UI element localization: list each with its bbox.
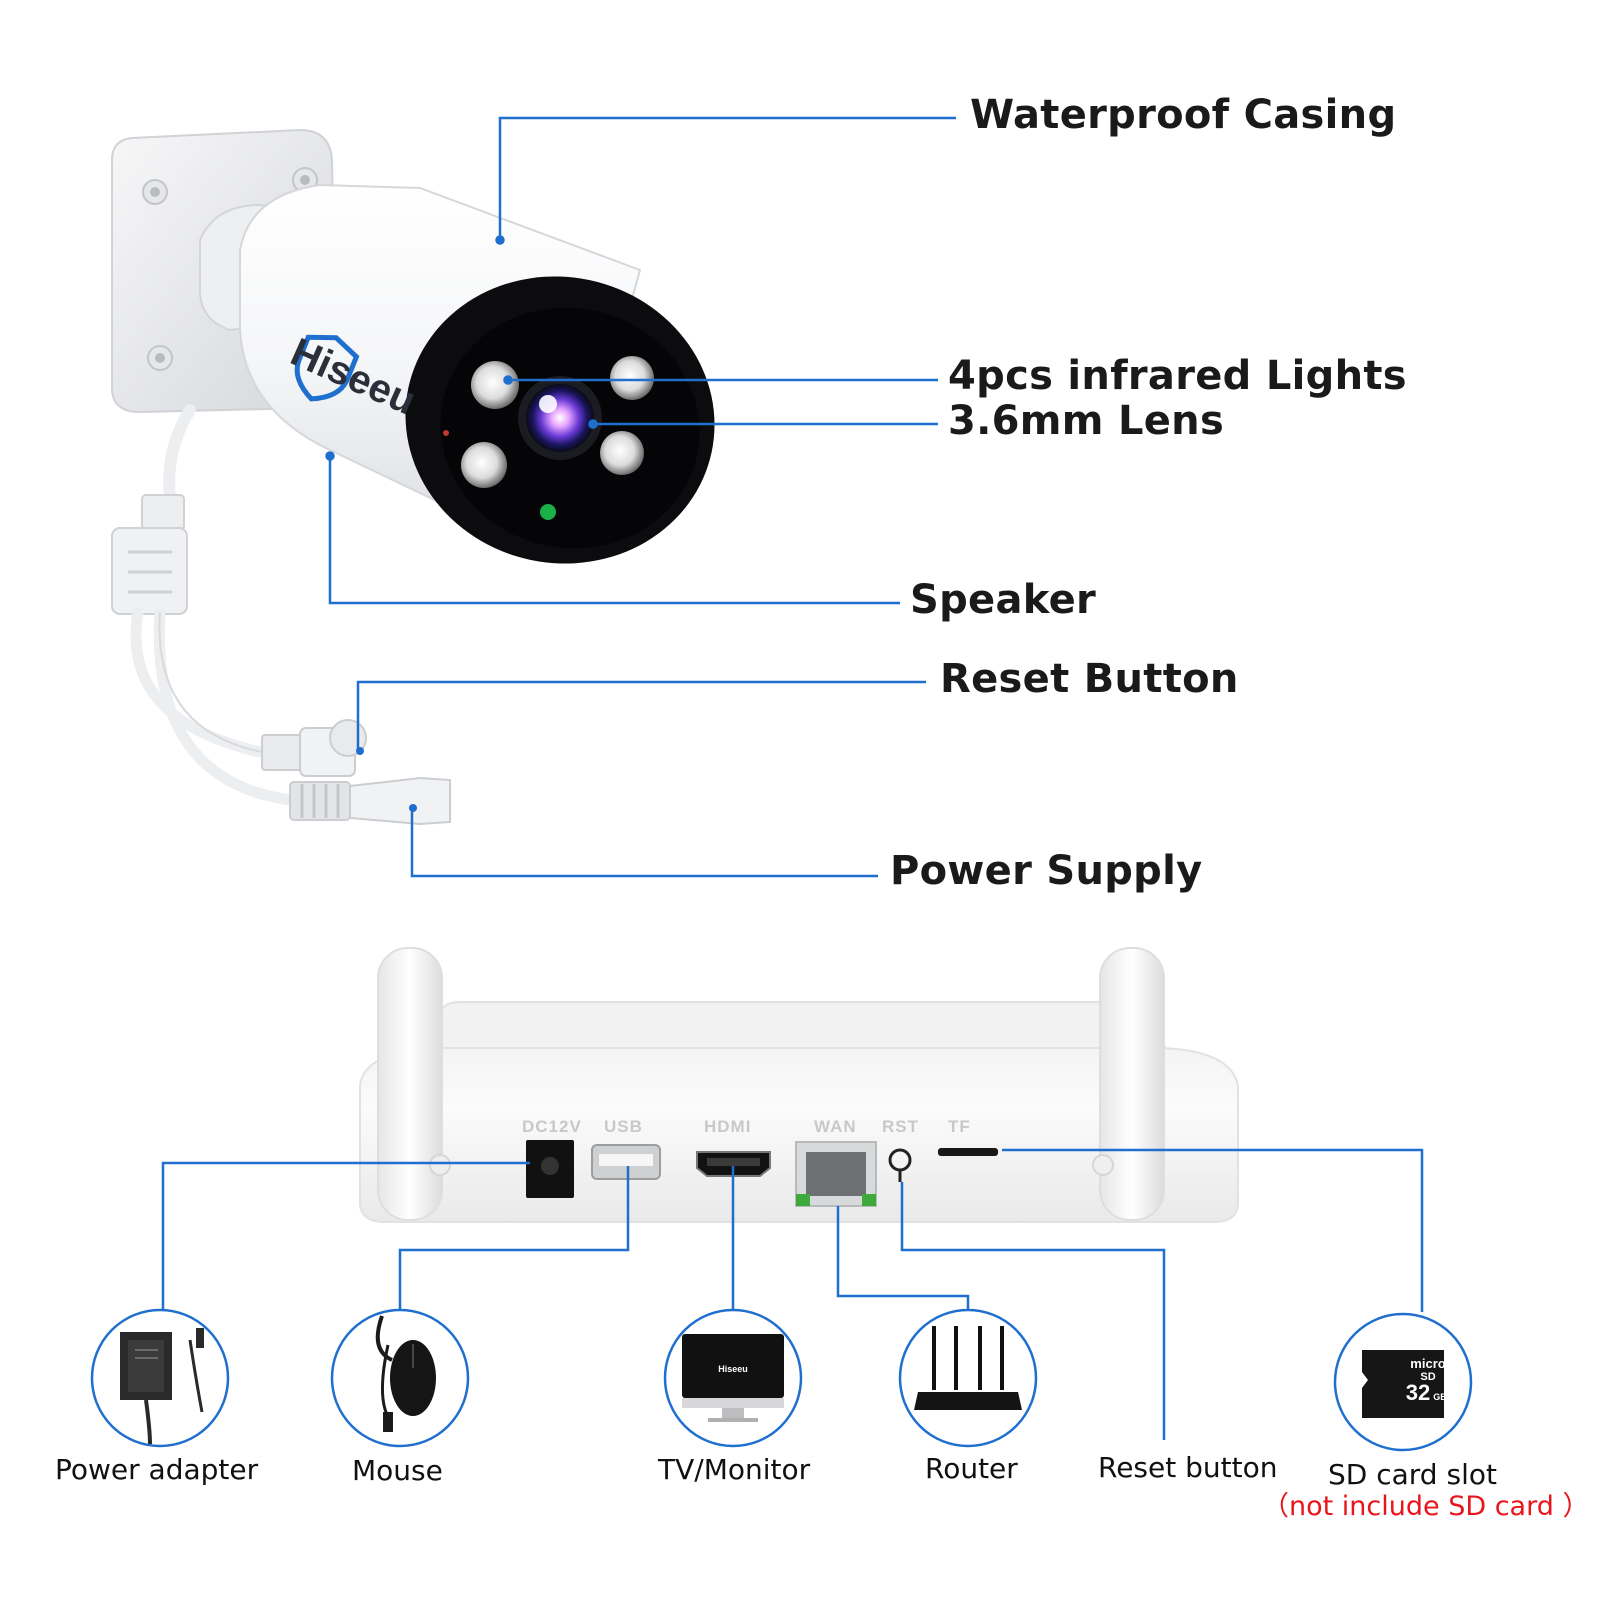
label-reset-button: Reset button bbox=[1098, 1451, 1278, 1484]
camera-leader-lines bbox=[325, 116, 956, 878]
camera-illustration: Hiseeu bbox=[111, 128, 715, 826]
label-router: Router bbox=[925, 1452, 1018, 1485]
callout-waterproof-casing: Waterproof Casing bbox=[970, 92, 1397, 138]
monitor-icon: Hiseeu bbox=[682, 1334, 784, 1422]
router-icon bbox=[914, 1326, 1022, 1410]
callout-lens: 3.6mm Lens bbox=[948, 398, 1225, 444]
power-adapter-icon bbox=[120, 1328, 204, 1445]
label-tv-monitor: TV/Monitor bbox=[658, 1453, 811, 1486]
port-label-wan: WAN bbox=[814, 1117, 857, 1136]
port-label-tf: TF bbox=[948, 1117, 971, 1136]
callout-power-supply: Power Supply bbox=[890, 848, 1203, 894]
port-label-rst: RST bbox=[882, 1117, 919, 1136]
port-label-usb: USB bbox=[604, 1117, 643, 1136]
accessory-circles bbox=[90, 1308, 1473, 1452]
label-sd-card-slot: SD card slot bbox=[1328, 1458, 1497, 1491]
sd-unit-text: GB bbox=[1433, 1392, 1447, 1402]
nvr-leader-lines bbox=[161, 1148, 1424, 1440]
monitor-logo-text: Hiseeu bbox=[718, 1364, 748, 1374]
port-label-dc: DC12V bbox=[522, 1117, 582, 1136]
callout-speaker: Speaker bbox=[910, 577, 1097, 623]
label-sd-card-note: （not include SD card ） bbox=[1262, 1491, 1590, 1522]
sd-capacity-text: 32 bbox=[1406, 1380, 1430, 1405]
mouse-icon bbox=[375, 1315, 436, 1432]
callout-infrared-lights: 4pcs infrared Lights bbox=[948, 353, 1407, 399]
port-label-hdmi: HDMI bbox=[704, 1117, 751, 1136]
sd-micro-text: micro bbox=[1410, 1356, 1445, 1371]
callout-reset-button: Reset Button bbox=[940, 656, 1239, 702]
sd-card-icon: micro SD 32 GB bbox=[1362, 1350, 1447, 1418]
sd-sd-text: SD bbox=[1420, 1371, 1435, 1383]
label-power-adapter: Power adapter bbox=[55, 1453, 259, 1486]
label-mouse: Mouse bbox=[352, 1454, 443, 1487]
nvr-illustration: DC12V USB HDMI WAN RST TF bbox=[359, 947, 1239, 1223]
tf-slot bbox=[938, 1148, 998, 1156]
